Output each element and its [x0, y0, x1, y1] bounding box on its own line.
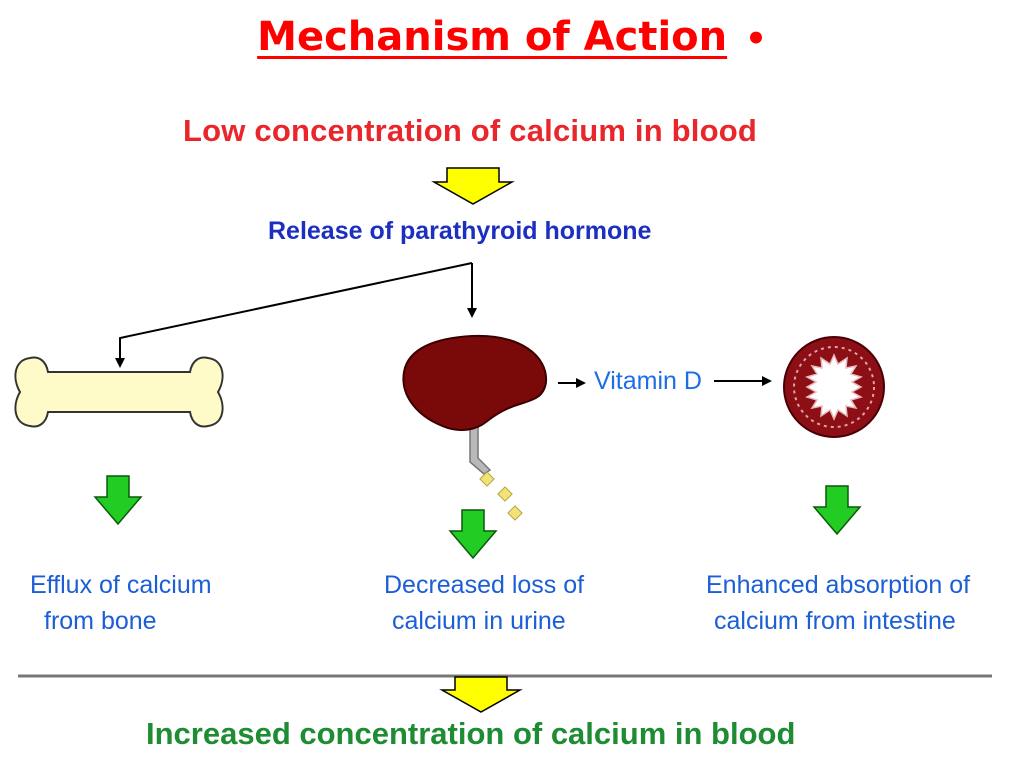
effect-intestine-line1: Enhanced absorption of	[706, 571, 971, 599]
intestine-ring-icon	[783, 336, 885, 438]
effect-intestine-line2: calcium from intestine	[714, 607, 956, 635]
slide-title-text: Mechanism of Action	[257, 14, 728, 60]
yellow-down-arrow-icon	[431, 167, 515, 205]
increased-calcium-label: Increased concentration of calcium in bl…	[146, 716, 796, 751]
effect-bone-line2: from bone	[44, 607, 157, 635]
effect-kidney: Decreased loss of calcium in urine	[384, 567, 584, 639]
title-bullet: •	[745, 19, 767, 59]
hormone-connector-arrows	[115, 262, 477, 368]
slide-title: Mechanism of Action •	[0, 14, 1024, 60]
green-down-arrow-icon	[812, 485, 862, 536]
effect-bone: Efflux of calcium from bone	[30, 567, 212, 639]
hormone-release-label: Release of parathyroid hormone	[268, 217, 652, 245]
effect-kidney-line1: Decreased loss of	[384, 571, 585, 599]
kidney-icon	[402, 334, 548, 521]
green-down-arrow-icon	[448, 509, 498, 560]
green-down-arrow-icon	[93, 475, 143, 526]
effect-kidney-line2: calcium in urine	[392, 607, 566, 635]
effect-intestine: Enhanced absorption of calcium from inte…	[706, 567, 970, 639]
effect-bone-line1: Efflux of calcium	[30, 571, 212, 599]
yellow-down-arrow-icon	[439, 676, 523, 713]
vitamin-d-label: Vitamin D	[594, 367, 702, 395]
low-calcium-label: Low concentration of calcium in blood	[183, 113, 758, 148]
bone-icon	[14, 356, 224, 428]
